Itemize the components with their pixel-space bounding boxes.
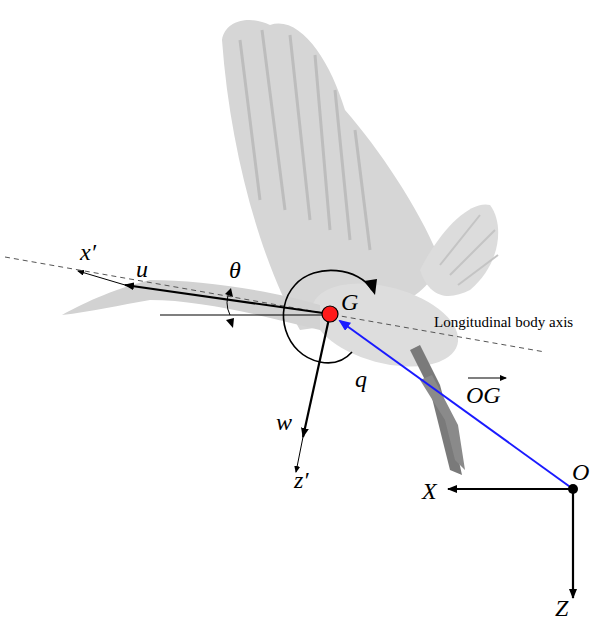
- x-prime-axis: [78, 271, 125, 285]
- axis-label: X: [422, 479, 437, 503]
- q-arrowhead: [364, 279, 377, 295]
- point-label: G: [341, 290, 358, 314]
- og-vector: [340, 321, 573, 489]
- vector-label: u: [136, 257, 148, 281]
- vector-overarrow: [468, 377, 506, 378]
- vector-label: OG: [466, 383, 501, 407]
- body-axis: [5, 257, 545, 352]
- w-vector: [303, 314, 330, 437]
- z-axis: [572, 489, 574, 598]
- rate-label: q: [355, 367, 367, 391]
- axis-annotation: Longitudinal body axis: [434, 315, 573, 330]
- angle-label: θ: [229, 258, 241, 282]
- bird-shape: [62, 20, 498, 475]
- u-vector: [125, 285, 330, 314]
- axis-label: Z: [555, 596, 568, 620]
- axis-label: z′: [294, 468, 309, 492]
- center-of-gravity: [322, 306, 338, 322]
- point-label: O: [572, 460, 589, 484]
- horizontal-reference: [160, 314, 330, 315]
- theta-arrows: [225, 288, 234, 328]
- origin-point: [568, 484, 578, 494]
- z-prime-axis: [296, 437, 303, 472]
- vector-label: w: [276, 410, 292, 434]
- x-axis: [448, 488, 573, 490]
- q-arc: [283, 270, 372, 363]
- axis-label: x′: [80, 240, 96, 264]
